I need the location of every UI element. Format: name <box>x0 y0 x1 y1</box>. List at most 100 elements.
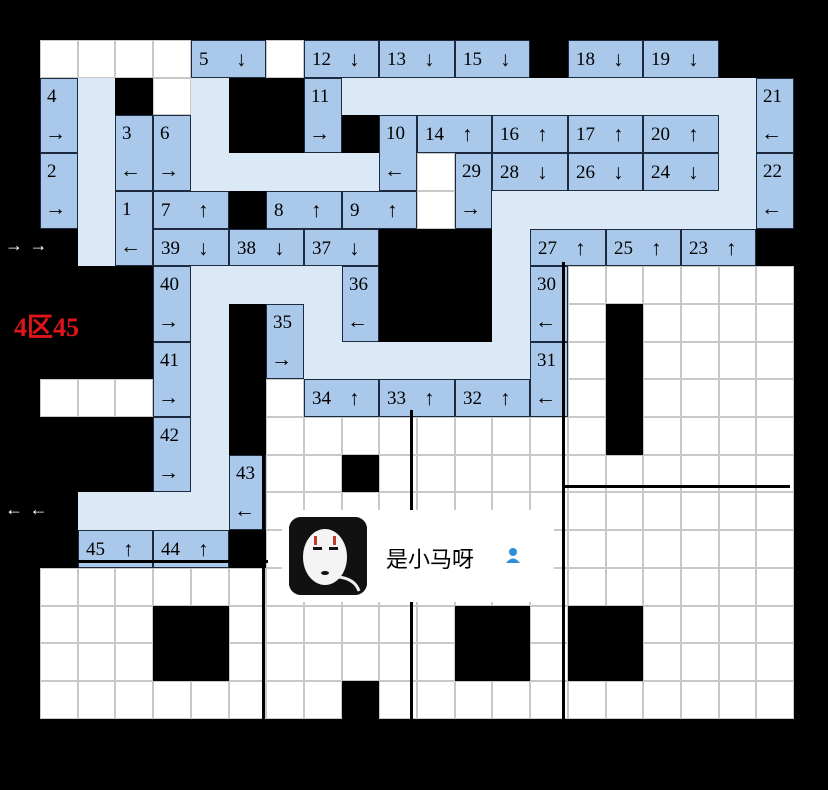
floor-cell <box>719 304 756 342</box>
step-arrow: ← <box>535 385 556 409</box>
floor-cell <box>229 568 266 606</box>
step-arrow: → <box>271 347 292 371</box>
step-arrow: ↑ <box>311 198 322 222</box>
step-arrow: ↓ <box>274 236 285 260</box>
floor-cell <box>681 379 719 417</box>
floor-cell <box>643 606 681 643</box>
step-number: 20 <box>651 124 670 145</box>
step-arrow: ↑ <box>462 122 473 146</box>
step-arrow: → <box>158 158 179 182</box>
floor-cell <box>78 568 115 606</box>
floor-cell <box>643 417 681 455</box>
floor-cell <box>719 530 756 568</box>
step-number: 32 <box>463 388 482 409</box>
step-number: 43 <box>236 463 255 484</box>
step-cell-20: 20 ↑ <box>643 115 719 153</box>
floor-cell <box>568 681 606 719</box>
step-arrow: → <box>158 460 179 484</box>
floor-cell <box>643 379 681 417</box>
floor-cell <box>643 266 681 304</box>
step-number: 36 <box>349 274 368 295</box>
floor-cell <box>568 266 606 304</box>
step-number: 24 <box>651 162 670 183</box>
floor-cell <box>492 417 530 455</box>
floor-cell <box>530 643 568 681</box>
step-cell-42: 42→ <box>153 417 191 492</box>
step-arrow: ← <box>761 196 782 220</box>
floor-cell <box>681 342 719 379</box>
floor-cell <box>681 417 719 455</box>
step-cell-13: 13↓ <box>379 40 455 78</box>
step-arrow: ← <box>120 158 141 182</box>
floor-cell <box>304 681 342 719</box>
exit-arrows-bottom: ← ← <box>5 499 49 519</box>
step-arrow: → <box>45 121 66 145</box>
step-number: 39 <box>161 238 180 259</box>
step-cell-40: 40→ <box>153 266 191 342</box>
floor-cell <box>304 455 342 492</box>
step-cell-35: 35 → <box>266 304 304 379</box>
floor-cell <box>643 568 681 606</box>
floor-cell <box>756 304 794 342</box>
path-corridor <box>78 229 115 266</box>
floor-cell <box>455 417 492 455</box>
floor-cell <box>492 681 530 719</box>
step-number: 37 <box>312 238 331 259</box>
step-number: 8 <box>274 200 284 221</box>
floor-cell <box>342 417 379 455</box>
step-number: 11 <box>311 86 330 107</box>
step-cell-11: 11→ <box>304 78 342 153</box>
floor-cell <box>417 643 455 681</box>
step-cell-31: 31← <box>530 342 568 417</box>
step-arrow: ↓ <box>688 47 699 71</box>
maze-wall <box>40 560 268 563</box>
step-cell-16: 16↑ <box>492 115 568 153</box>
step-arrow: ↓ <box>424 47 435 71</box>
step-number: 21 <box>763 86 782 107</box>
step-arrow: ↑ <box>688 122 699 146</box>
step-cell-14: 14 ↑ <box>417 115 492 153</box>
step-number: 16 <box>500 124 519 145</box>
step-cell-32: 32↑ <box>455 379 530 417</box>
step-cell-15: 15↓ <box>455 40 530 78</box>
step-cell-25: 25↑ <box>606 229 681 266</box>
step-number: 22 <box>763 161 782 182</box>
step-arrow: → <box>158 385 179 409</box>
floor-cell <box>643 530 681 568</box>
path-corridor <box>492 229 530 379</box>
floor-cell <box>455 455 492 492</box>
step-cell-29: 29→ <box>455 153 492 229</box>
floor-cell <box>78 379 115 417</box>
step-arrow: ↓ <box>349 236 360 260</box>
step-number: 28 <box>500 162 519 183</box>
floor-cell <box>719 643 756 681</box>
zone-label: 4区45 <box>14 313 80 342</box>
floor-cell <box>606 568 643 606</box>
step-number: 35 <box>273 312 292 333</box>
floor-cell <box>719 417 756 455</box>
step-number: 6 <box>160 123 170 144</box>
floor-cell <box>266 681 304 719</box>
step-number: 14 <box>425 124 444 145</box>
step-arrow: → <box>460 196 481 220</box>
floor-cell <box>153 78 191 115</box>
step-number: 27 <box>538 238 557 259</box>
floor-cell <box>115 40 153 78</box>
step-cell-39: 39↓ <box>153 229 229 266</box>
path-corridor <box>304 266 342 379</box>
floor-cell <box>266 379 304 417</box>
floor-cell <box>643 304 681 342</box>
step-number: 2 <box>47 161 57 182</box>
step-arrow: ↑ <box>575 236 586 260</box>
step-cell-9: 9↑ <box>342 191 417 229</box>
step-arrow: ↑ <box>387 198 398 222</box>
step-number: 4 <box>47 86 57 107</box>
floor-cell <box>191 681 229 719</box>
floor-cell <box>756 681 794 719</box>
floor-cell <box>568 304 606 342</box>
floor-cell <box>719 568 756 606</box>
floor-cell <box>229 681 266 719</box>
floor-cell <box>568 379 606 417</box>
floor-cell <box>756 379 794 417</box>
step-cell-18: 18↓ <box>568 40 643 78</box>
